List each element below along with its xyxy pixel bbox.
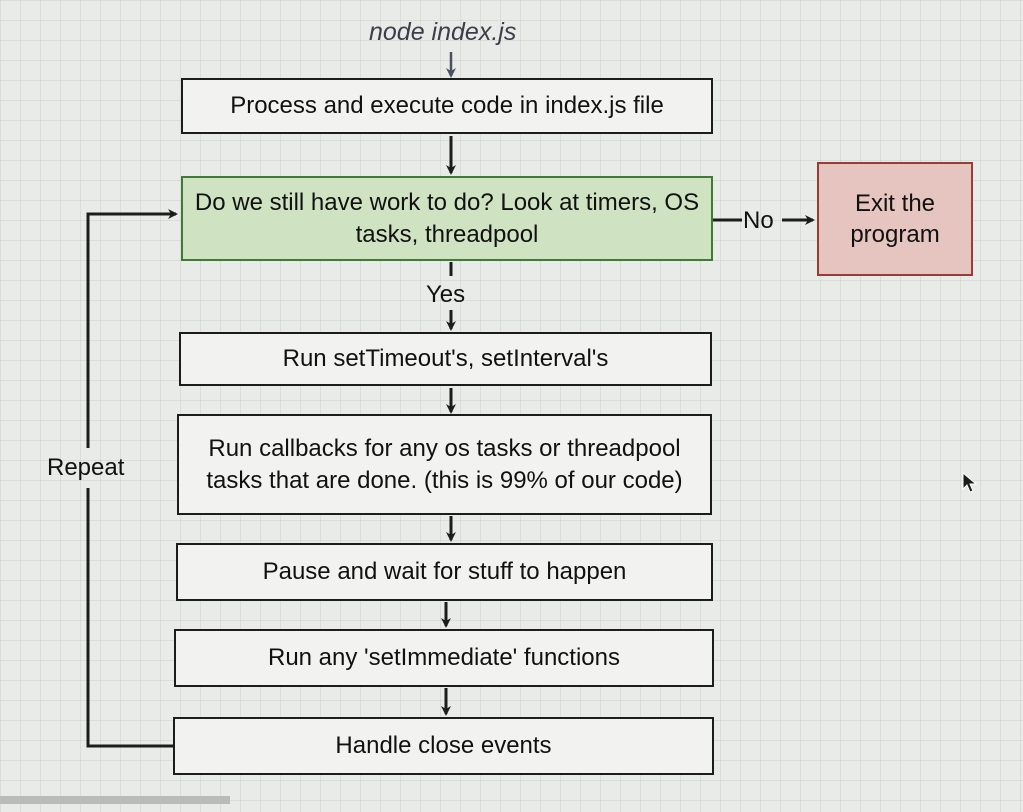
work-check-decision: Do we still have work to do? Look at tim… [181, 176, 713, 261]
repeat-loop-arrow [86, 209, 178, 448]
scroll-strip [0, 796, 230, 804]
no-edge-label: No [743, 207, 774, 234]
process-step: Process and execute code in index.js fil… [181, 78, 713, 134]
callbacks-step: Run callbacks for any os tasks or thread… [177, 414, 712, 515]
mouse-cursor-icon [962, 472, 978, 493]
repeat-loop-line [86, 488, 175, 748]
yes-edge-label: Yes [426, 281, 466, 308]
start-label: node index.js [369, 18, 517, 46]
timers-step: Run setTimeout's, setInterval's [179, 332, 712, 386]
repeat-edge-label: Repeat [47, 454, 125, 481]
close-events-step: Handle close events [173, 717, 714, 775]
exit-program-step: Exit the program [817, 162, 973, 276]
pause-step: Pause and wait for stuff to happen [176, 543, 713, 601]
set-immediate-step: Run any 'setImmediate' functions [174, 629, 714, 687]
